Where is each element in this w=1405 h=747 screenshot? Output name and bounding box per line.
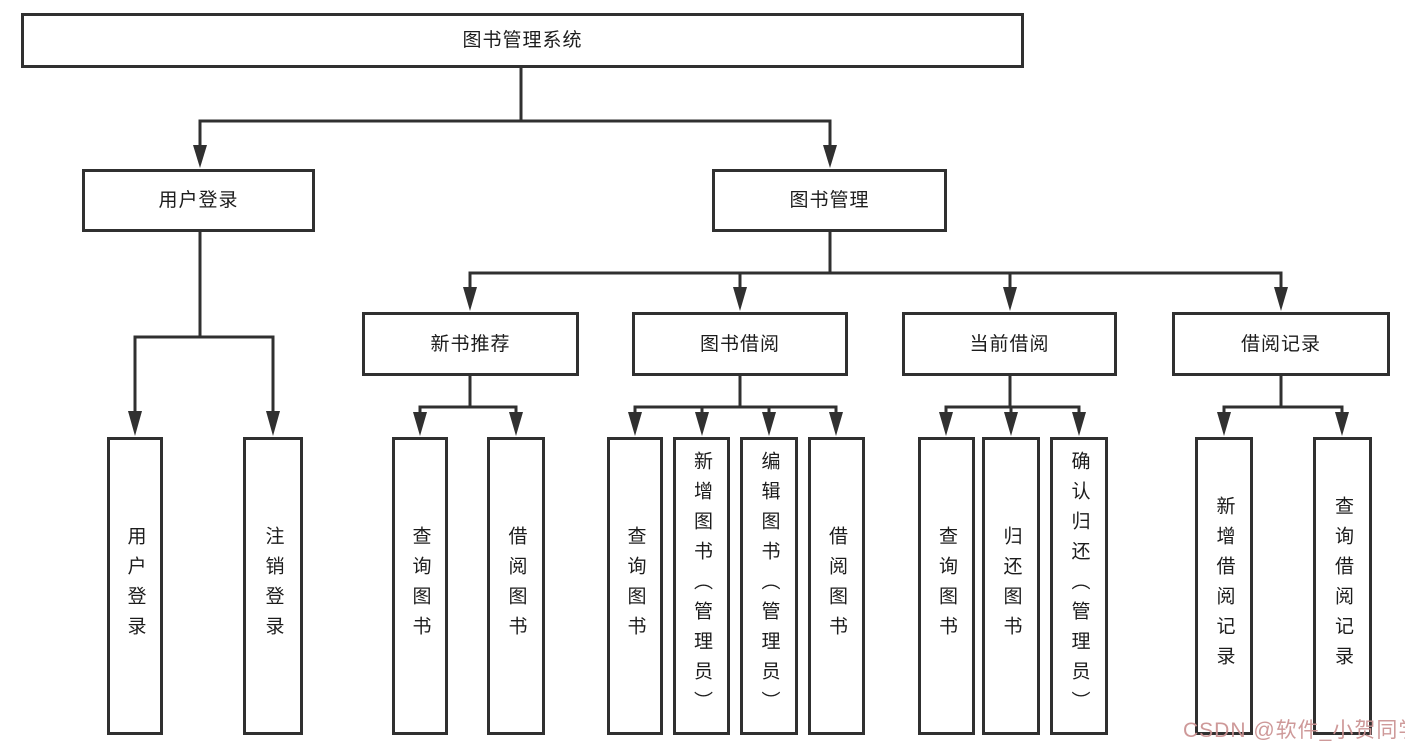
leaf-user-login: 用户登录 [107, 437, 163, 735]
leaf-label: 用户登录 [124, 526, 146, 646]
arrowhead-icon [762, 412, 776, 436]
leaf-query-books-2: 查询图书 [607, 437, 663, 735]
leaf-borrow-books-1: 借阅图书 [487, 437, 545, 735]
csdn-watermark: CSDN @软件_小贺同学 [1183, 719, 1405, 742]
node-root-label: 图书管理系统 [462, 30, 583, 51]
arrowhead-icon [1004, 412, 1018, 436]
leaf-query-books-1: 查询图书 [392, 437, 448, 735]
leaf-logout: 注销登录 [243, 437, 303, 735]
arrowhead-icon [128, 411, 142, 436]
node-new-book-recommend-label: 新书推荐 [430, 333, 511, 355]
leaf-label: 新增图书（管理员） [691, 451, 712, 721]
arrowhead-icon [695, 412, 709, 436]
node-borrow-record: 借阅记录 [1172, 312, 1390, 376]
node-borrow-record-label: 借阅记录 [1240, 333, 1321, 355]
leaf-label: 借阅图书 [505, 526, 527, 646]
arrowhead-icon [1335, 412, 1349, 436]
leaf-return-books: 归还图书 [982, 437, 1040, 735]
leaf-label: 注销登录 [262, 526, 284, 646]
node-user-login: 用户登录 [82, 169, 315, 232]
leaf-add-borrow-record: 新增借阅记录 [1195, 437, 1253, 735]
leaf-label: 确认归还（管理员） [1068, 451, 1090, 721]
arrowhead-icon [628, 412, 642, 436]
arrowhead-icon [1274, 287, 1288, 311]
arrowhead-icon [193, 145, 207, 168]
node-current-borrow-label: 当前借阅 [969, 333, 1050, 355]
arrowhead-icon [733, 287, 747, 311]
arrowhead-icon [823, 145, 837, 168]
leaf-confirm-return-admin: 确认归还（管理员） [1050, 437, 1108, 735]
leaf-label: 编辑图书（管理员） [758, 451, 780, 721]
node-current-borrow: 当前借阅 [902, 312, 1117, 376]
leaf-add-book-admin: 新增图书（管理员） [673, 437, 730, 735]
node-new-book-recommend: 新书推荐 [362, 312, 579, 376]
arrowhead-icon [509, 412, 523, 436]
leaf-label: 借阅图书 [826, 526, 847, 646]
leaf-label: 查询图书 [409, 526, 431, 646]
arrowhead-icon [1003, 287, 1017, 311]
leaf-label: 新增借阅记录 [1213, 496, 1235, 676]
node-root: 图书管理系统 [21, 13, 1024, 68]
node-user-login-label: 用户登录 [158, 190, 239, 211]
node-book-borrow-label: 图书借阅 [699, 333, 780, 355]
leaf-label: 查询图书 [624, 526, 646, 646]
arrowhead-icon [1217, 412, 1231, 436]
leaf-label: 查询图书 [936, 526, 957, 646]
leaf-query-borrow-record: 查询借阅记录 [1313, 437, 1372, 735]
leaf-label: 归还图书 [1000, 526, 1022, 646]
node-book-borrow: 图书借阅 [632, 312, 848, 376]
leaf-borrow-books-2: 借阅图书 [808, 437, 865, 735]
leaf-query-books-3: 查询图书 [918, 437, 975, 735]
arrowhead-icon [1072, 412, 1086, 436]
arrowhead-icon [413, 412, 427, 436]
arrowhead-icon [939, 412, 953, 436]
node-book-management: 图书管理 [712, 169, 947, 232]
leaf-label: 查询借阅记录 [1332, 496, 1353, 676]
node-book-management-label: 图书管理 [789, 190, 870, 211]
leaf-edit-book-admin: 编辑图书（管理员） [740, 437, 798, 735]
arrowhead-icon [266, 411, 280, 436]
arrowhead-icon [463, 287, 477, 311]
arrowhead-icon [829, 412, 843, 436]
